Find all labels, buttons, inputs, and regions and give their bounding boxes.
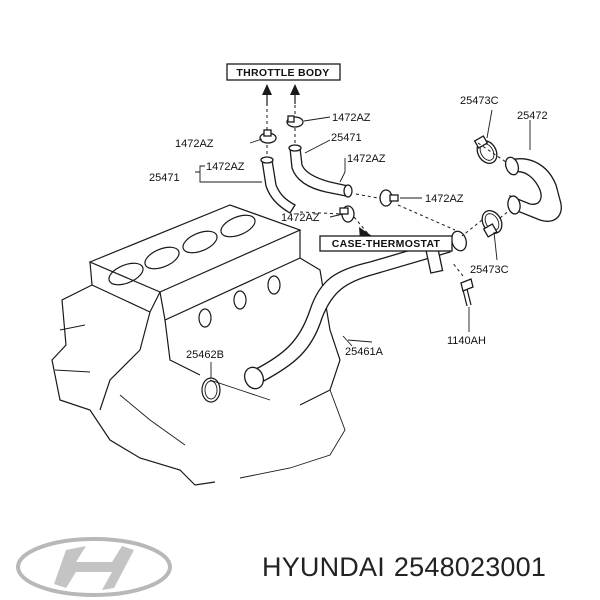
clamp-25473C-top bbox=[473, 135, 498, 164]
throttle-body-box: THROTTLE BODY bbox=[226, 63, 341, 81]
label-clamp-big-top: 25473C bbox=[460, 95, 499, 107]
oring-25462B bbox=[201, 377, 221, 403]
label-hose-left: 25471 bbox=[149, 172, 180, 184]
label-clamp-right-lower: 1472AZ bbox=[425, 193, 464, 205]
brand-part-number: HYUNDAI 2548023001 bbox=[262, 552, 592, 592]
label-hose-upper: 25471 bbox=[331, 132, 362, 144]
label-clamp-top-left: 1472AZ bbox=[175, 138, 214, 150]
bolt-1140AH bbox=[451, 261, 474, 307]
hose-25471-left bbox=[260, 156, 296, 214]
label-hose-big: 25472 bbox=[517, 110, 548, 122]
leader-lines bbox=[195, 109, 531, 378]
pipe-25461A bbox=[243, 230, 467, 390]
part-number: 2548023001 bbox=[393, 552, 547, 582]
label-oring: 25462B bbox=[186, 349, 224, 361]
case-thermostat-box: CASE-THERMOSTAT bbox=[319, 235, 453, 252]
hyundai-logo-icon bbox=[16, 537, 172, 597]
throttle-body-label: THROTTLE BODY bbox=[236, 67, 329, 79]
brand-name: HYUNDAI bbox=[262, 552, 385, 582]
label-pipe: 25461A bbox=[345, 346, 384, 358]
label-clamp-big-bottom: 25473C bbox=[470, 264, 509, 276]
label-clamp-bottom-left: 1472AZ bbox=[281, 212, 320, 224]
label-clamp-mid-right: 1472AZ bbox=[347, 153, 386, 165]
arrow-up-icon bbox=[262, 84, 300, 106]
engine-block bbox=[51, 204, 346, 486]
label-clamp-top-right: 1472AZ bbox=[332, 112, 371, 124]
label-clamp-mid-left: 1472AZ bbox=[206, 161, 245, 173]
clamp-1472AZ-top-left bbox=[259, 129, 277, 144]
hose-25472 bbox=[504, 156, 562, 222]
clamp-25473C-bottom bbox=[481, 210, 503, 238]
hose-25471-right bbox=[288, 144, 353, 198]
clamp-1472AZ-top-right bbox=[286, 115, 304, 128]
clamp-1472AZ-mid-right bbox=[379, 189, 399, 207]
label-bolt: 1140AH bbox=[447, 335, 486, 347]
part-labels: 1472AZ 1472AZ 25471 1472AZ 25471 1472AZ … bbox=[149, 95, 548, 361]
case-thermostat-label: CASE-THERMOSTAT bbox=[332, 238, 441, 250]
